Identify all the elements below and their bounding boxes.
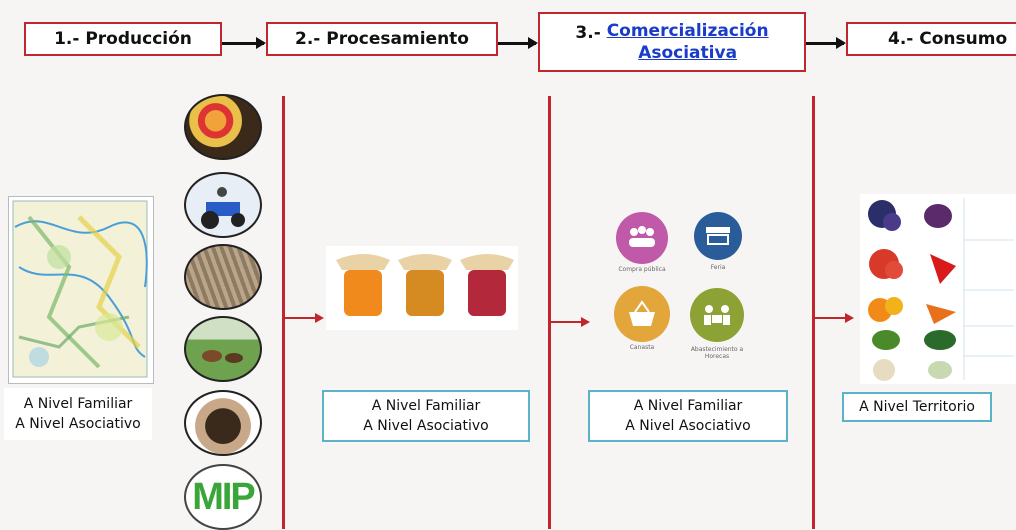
map-graphic <box>12 200 148 378</box>
field-image <box>184 244 262 310</box>
level-line: A Nivel Asociativo <box>363 418 489 434</box>
stage-label-link-line2[interactable]: Asociativa <box>638 43 738 63</box>
divider-line-consumo <box>812 96 815 529</box>
jam-jars-image <box>326 246 518 330</box>
mip-logo-text: MIP <box>192 475 256 518</box>
soil-hands-image <box>184 390 262 456</box>
level-box-consumo: A Nivel Territorio <box>842 392 992 422</box>
level-box-comercializacion: A Nivel Familiar A Nivel Asociativo <box>588 390 788 442</box>
stage-comercializacion: 3.- Comercialización Asociativa <box>538 12 806 72</box>
stage-number: 2.- <box>295 29 321 49</box>
level-line: A Nivel Familiar <box>371 398 481 414</box>
flow-arrow-2 <box>498 37 538 49</box>
level-line: A Nivel Territorio <box>859 399 975 415</box>
input-arrow-consumo <box>814 313 854 323</box>
input-arrow-comercializacion <box>550 317 590 327</box>
level-line: A Nivel Familiar <box>23 396 133 412</box>
level-line: A Nivel Asociativo <box>15 416 141 432</box>
stage-consumo: 4.- Consumo <box>846 22 1016 56</box>
food-groups-graphic <box>868 198 1014 381</box>
food-groups-image <box>860 194 1016 384</box>
supply-delivery-icon <box>690 288 744 342</box>
stage-number: 3.- <box>575 23 601 43</box>
stage-number: 1.- <box>54 29 80 49</box>
stage-number: 4.- <box>888 29 914 49</box>
divider-line-procesamiento <box>282 96 285 529</box>
flow-arrow-3 <box>806 37 846 49</box>
tractor-icon <box>201 187 245 229</box>
level-line: A Nivel Asociativo <box>625 418 751 434</box>
tractor-image <box>184 172 262 238</box>
cattle-pasture-image <box>184 316 262 382</box>
service-label-compra: Compra pública <box>618 266 666 273</box>
service-label-feria: Feria <box>710 264 726 271</box>
service-label-canasta: Canasta <box>629 344 655 351</box>
stage-procesamiento: 2.- Procesamiento <box>266 22 498 56</box>
cattle-icon <box>202 350 243 363</box>
flow-arrow-1 <box>222 37 266 49</box>
stage-produccion: 1.- Producción <box>24 22 222 56</box>
input-arrow-procesamiento <box>284 313 324 323</box>
divider-line-comercializacion <box>548 96 551 529</box>
level-box-produccion: A Nivel Familiar A Nivel Asociativo <box>4 388 152 440</box>
mip-logo-image: MIP <box>184 464 262 530</box>
jam-jars-graphic <box>336 254 514 316</box>
service-label-abastecimiento: Abastecimiento a Horecas <box>690 346 744 360</box>
stage-label: Procesamiento <box>326 29 469 49</box>
stage-label: Producción <box>85 29 192 49</box>
basket-icon <box>614 286 670 342</box>
level-line: A Nivel Familiar <box>633 398 743 414</box>
stage-label: Consumo <box>919 29 1008 49</box>
people-group-icon <box>616 212 668 264</box>
level-box-procesamiento: A Nivel Familiar A Nivel Asociativo <box>322 390 530 442</box>
territory-map-image <box>8 196 154 384</box>
stage-label-link-line1[interactable]: Comercialización <box>606 21 769 41</box>
fruit-basket-image <box>184 94 262 160</box>
market-stall-icon <box>694 212 742 260</box>
